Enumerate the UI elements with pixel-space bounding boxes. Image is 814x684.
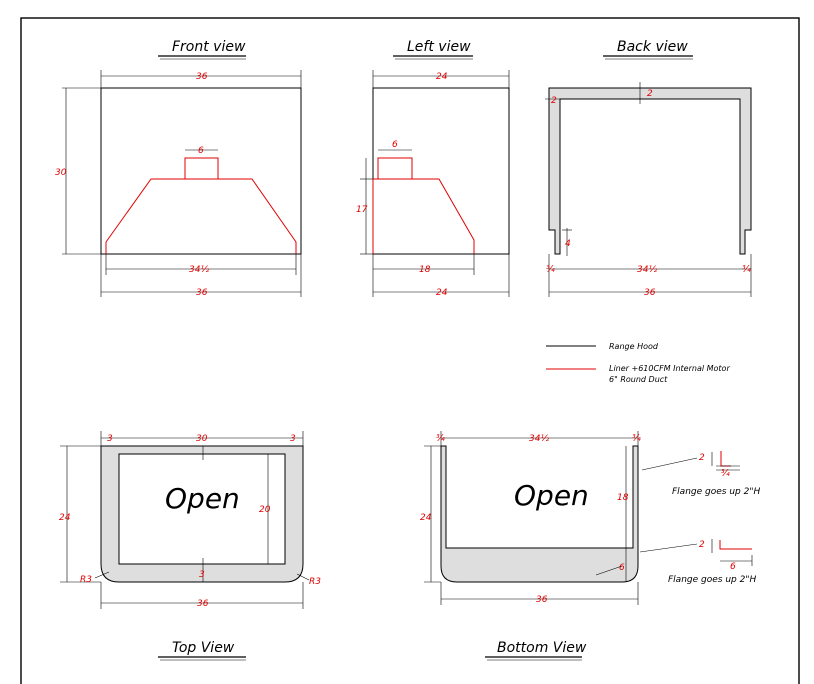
front-duct <box>184 157 219 180</box>
bottom-view-title: Bottom View <box>497 640 587 656</box>
left-duct <box>377 157 413 180</box>
top-view: Open 3 30 3 24 20 3 R3 R3 36 Top View <box>59 431 321 661</box>
bottom-inner-width-dim: 34½ <box>529 434 549 444</box>
flange1-profile <box>720 451 731 467</box>
flange2-dim-b: 6 <box>730 562 736 572</box>
flange1-dim-b: ¾ <box>721 469 730 479</box>
back-view: Back view 2 2 4 ¾ 34½ ¾ 36 <box>545 39 752 298</box>
flange2-profile <box>719 540 752 550</box>
top-width-dim: 36 <box>197 599 209 609</box>
back-edge-left-dim: ¾ <box>546 265 555 275</box>
top-inner-width-dim: 30 <box>196 434 208 444</box>
flange2-note: Flange goes up 2"H <box>668 575 756 585</box>
left-width-bottom-dim: 24 <box>436 288 448 298</box>
bottom-height-dim: 24 <box>420 513 432 523</box>
top-frame <box>100 445 304 583</box>
left-liner <box>372 178 475 254</box>
left-liner-height-dim: 17 <box>356 205 368 215</box>
back-frame <box>548 87 752 255</box>
front-duct-dim: 6 <box>198 146 204 156</box>
left-width-top-dim: 24 <box>436 72 448 82</box>
top-radius-left: R3 <box>80 575 92 585</box>
bottom-edge-left-dim: ¾ <box>436 434 445 444</box>
top-open-label: Open <box>165 482 240 515</box>
top-height-dim: 24 <box>59 513 71 523</box>
bottom-frame <box>440 445 639 583</box>
back-wall-top-dim: 2 <box>647 89 653 99</box>
front-view-title: Front view <box>172 39 246 55</box>
back-inner-width-dim: 34½ <box>637 265 657 275</box>
flange1-note: Flange goes up 2"H <box>672 487 760 497</box>
legend-red-label-2: 6" Round Duct <box>609 375 668 384</box>
top-margin-right-dim: 3 <box>290 434 296 444</box>
bottom-base-dim: 6 <box>619 563 625 573</box>
bottom-view: Open ¾ 34½ ¾ 24 18 6 36 Bottom View 2 ¾ … <box>420 431 760 661</box>
front-liner <box>105 178 297 254</box>
bottom-open-label: Open <box>514 479 589 512</box>
bottom-edge-right-dim: ¾ <box>632 434 641 444</box>
sheet-border <box>20 17 800 684</box>
back-notch-dim: 4 <box>565 239 571 249</box>
top-margin-left-dim: 3 <box>107 434 113 444</box>
top-inner-height-dim: 20 <box>259 505 271 515</box>
front-hood-outline <box>100 87 302 255</box>
top-radius-right: R3 <box>309 577 321 587</box>
bottom-inner-height-dim: 18 <box>617 493 629 503</box>
left-view-title: Left view <box>407 39 471 55</box>
flange2-dim-a: 2 <box>699 540 705 550</box>
front-width-bottom-dim: 36 <box>196 288 208 298</box>
top-bottom-margin-dim: 3 <box>199 570 205 580</box>
back-view-title: Back view <box>617 39 688 55</box>
front-width-top-dim: 36 <box>196 72 208 82</box>
front-liner-bottom-dim: 34½ <box>189 265 209 275</box>
left-view: Left view 24 6 17 18 24 <box>356 39 510 298</box>
left-duct-dim: 6 <box>392 140 398 150</box>
legend-black-label: Range Hood <box>609 342 659 351</box>
back-wall-left-dim: 2 <box>551 96 557 106</box>
flange1-dim-a: 2 <box>699 453 705 463</box>
front-view: Front view 36 6 30 34½ 36 <box>55 39 302 298</box>
legend: Range Hood Liner +610CFM Internal Motor … <box>546 342 730 384</box>
legend-red-label-1: Liner +610CFM Internal Motor <box>609 364 730 373</box>
front-height-dim: 30 <box>55 168 67 178</box>
left-hood-outline <box>372 87 510 255</box>
back-width-dim: 36 <box>644 288 656 298</box>
top-view-title: Top View <box>172 640 235 656</box>
left-liner-bottom-dim: 18 <box>419 265 431 275</box>
back-edge-right-dim: ¾ <box>742 265 751 275</box>
bottom-width-dim: 36 <box>536 595 548 605</box>
